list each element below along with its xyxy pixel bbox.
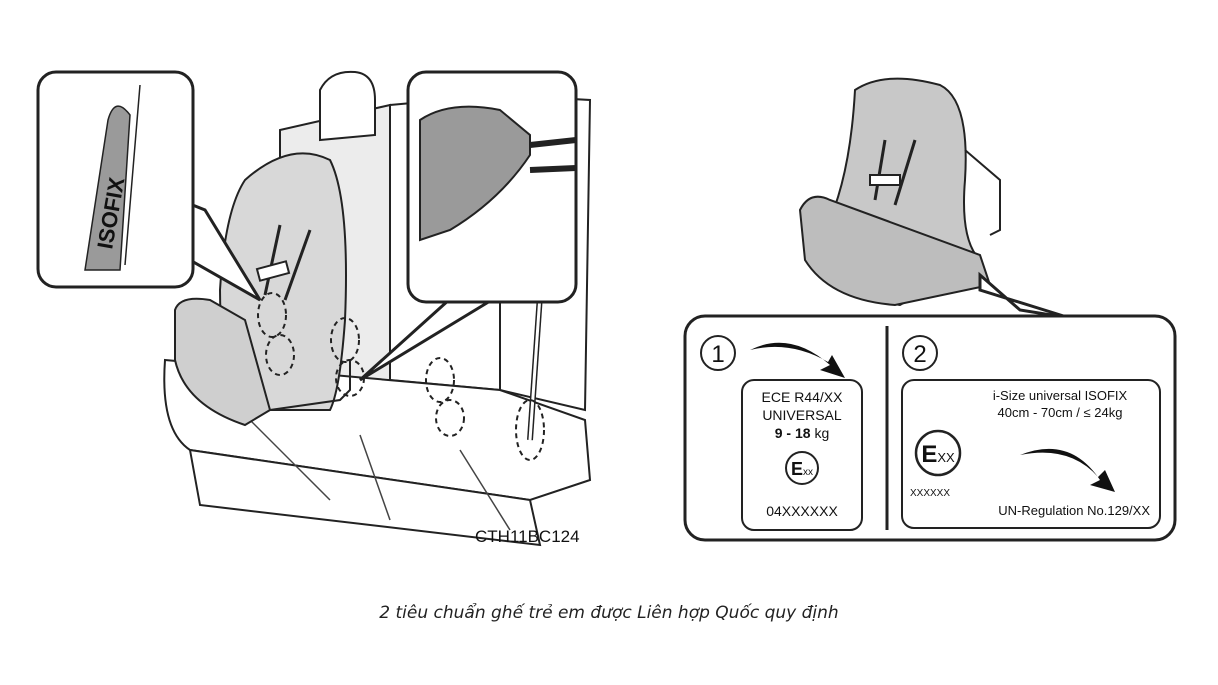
label-callout-pointer (978, 271, 1071, 320)
panel1-mark-sub: xx (803, 467, 813, 478)
figure-code: CTH11BC124 (475, 527, 580, 546)
panel1-mark-letter: E (791, 459, 803, 479)
panel2-mark: EXX (921, 441, 955, 468)
panel2-code: XXXXXX (910, 488, 950, 499)
approval-mark-icon (914, 429, 962, 477)
approval-mark-icon (785, 451, 819, 485)
anchor-bar-callout (358, 70, 578, 382)
panel1-line2: UNIVERSAL (762, 407, 842, 423)
child-seat-drawing (798, 77, 1001, 307)
panel2-mark-sub: XX (937, 450, 955, 465)
panel1-mark: Exx (791, 459, 813, 479)
panel1-number: 1 (711, 341, 724, 368)
panel2-number: 2 (913, 341, 926, 368)
panel1-code: 04XXXXXX (766, 503, 838, 519)
arrow-icon (750, 342, 845, 378)
panel2-mark-letter: E (921, 441, 937, 468)
child-seat-labels-illustration: 1 ECE R44/XX UNIVERSAL 9 - 18 kg Exx 04X… (683, 77, 1177, 542)
panel1-weight-value: 9 - 18 (775, 425, 811, 441)
panel1-weight-unit: kg (814, 425, 829, 441)
panel1-weight: 9 - 18 kg (775, 425, 830, 441)
panel1-line1: ECE R44/XX (762, 389, 844, 405)
figure-caption: 2 tiêu chuẩn ghế trẻ em được Liên hợp Qu… (379, 603, 839, 623)
panel2-line1: i-Size universal ISOFIX (993, 388, 1128, 403)
panel-ece-r44: 1 ECE R44/XX UNIVERSAL 9 - 18 kg Exx 04X… (700, 335, 863, 531)
car-rear-seat-isofix-illustration: ISOFIX CTH11BC124 (36, 70, 592, 547)
panel2-regulation: UN-Regulation No.129/XX (998, 503, 1150, 518)
panel-un-r129: 2 i-Size universal ISOFIX 40cm - 70cm / … (901, 335, 1161, 529)
panel2-line2: 40cm - 70cm / ≤ 24kg (998, 405, 1123, 420)
child-seat-drawing (174, 152, 351, 427)
arrow-icon (1020, 448, 1115, 492)
isofix-tag-callout: ISOFIX (36, 70, 262, 302)
isofix-anchor-points (257, 292, 545, 461)
